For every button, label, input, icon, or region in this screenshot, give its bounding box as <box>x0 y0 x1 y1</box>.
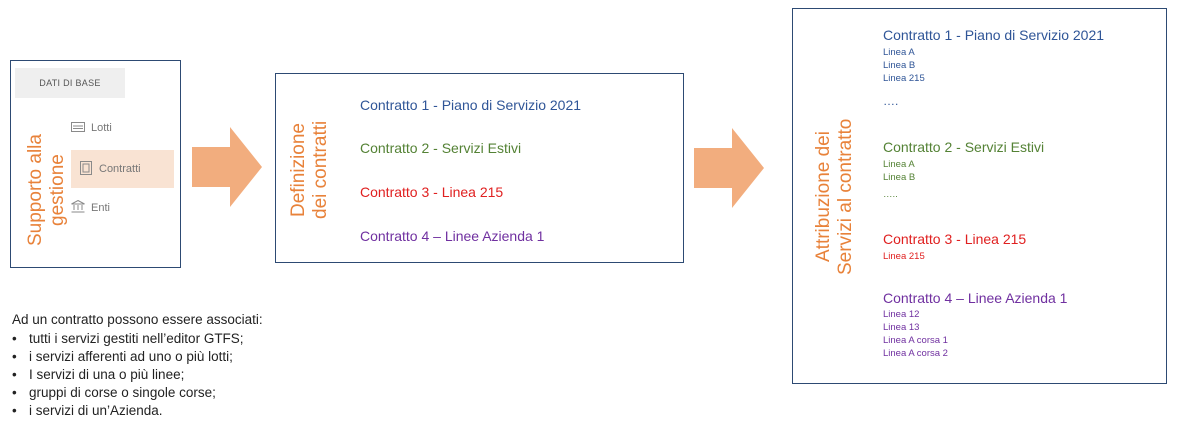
list-item-text: gruppi di corse o singole corse; <box>29 385 216 400</box>
support-panel-title: Supporto alla gestione <box>25 105 69 275</box>
menu-item-enti[interactable]: Enti <box>71 189 176 227</box>
dati-di-base-tab[interactable]: DATI DI BASE <box>15 68 125 98</box>
list-item: • I servizi di una o più linee; <box>12 366 572 384</box>
assignment-contract-3-title: Contratto 3 - Linea 215 <box>883 231 1027 247</box>
bank-icon <box>71 199 85 216</box>
assignment-contract-1-title: Contratto 1 - Piano di Servizio 2021 <box>883 27 1105 43</box>
assignment-line-item: Linea A corsa 1 <box>883 335 948 346</box>
list-item: • i servizi afferenti ad uno o più lotti; <box>12 348 572 366</box>
notes-list: • tutti i servizi gestiti nell’editor GTF… <box>12 330 572 420</box>
assignment-contract-2-title: Contratto 2 - Servizi Estivi <box>883 139 1045 155</box>
support-panel: DATI DI BASE Supporto alla gestione Lott… <box>10 60 181 268</box>
arrow-right-icon <box>694 128 764 208</box>
assignment-contract-4-title: Contratto 4 – Linee Azienda 1 <box>883 290 1068 306</box>
list-item: • tutti i servizi gestiti nell’editor GTF… <box>12 330 572 348</box>
assignment-title-line2: Servizi al contratto <box>835 118 856 276</box>
contract-4-label: Contratto 4 – Linee Azienda 1 <box>360 228 545 244</box>
menu-item-label: Enti <box>91 202 110 214</box>
support-title-line2: gestione <box>47 154 68 226</box>
assignment-line-item: Linea B <box>883 60 916 71</box>
menu-item-lotti[interactable]: Lotti <box>71 109 176 147</box>
list-item-text: tutti i servizi gestiti nell’editor GTFS… <box>29 331 244 346</box>
contract-3-label: Contratto 3 - Linea 215 <box>360 184 504 200</box>
assignment-line-item: Linea 13 <box>883 322 920 333</box>
menu-item-contratti[interactable]: Contratti <box>71 150 174 188</box>
assignment-line-item: Linea A <box>883 159 915 170</box>
arrow-right-icon <box>192 127 262 207</box>
notes-section: Ad un contratto possono essere associati… <box>12 312 572 420</box>
assignment-title-line1: Attribuzione dei <box>813 131 834 263</box>
assignment-panel-title: Attribuzione dei Servizi al contratto <box>813 97 857 297</box>
definition-title-line2: dei contratti <box>310 120 331 220</box>
menu-item-label: Lotti <box>91 122 112 134</box>
document-icon <box>79 160 93 178</box>
bullet-icon: • <box>12 331 17 346</box>
bullet-icon: • <box>12 385 17 400</box>
list-item-text: I servizi di una o più linee; <box>29 367 185 382</box>
list-item-text: i servizi di un’Azienda. <box>29 403 163 418</box>
assignment-line-item: Linea 215 <box>883 251 925 262</box>
assignment-more: ….. <box>883 189 898 200</box>
assignment-panel: Attribuzione dei Servizi al contratto Co… <box>792 8 1167 384</box>
assignment-line-item: Linea 12 <box>883 309 920 320</box>
menu-item-label: Contratti <box>99 163 141 175</box>
bullet-icon: • <box>12 403 17 418</box>
contract-1-label: Contratto 1 - Piano di Servizio 2021 <box>360 97 582 113</box>
notes-intro: Ad un contratto possono essere associati… <box>12 312 263 327</box>
bullet-icon: • <box>12 367 17 382</box>
definition-title-line1: Definizione <box>288 123 309 217</box>
definition-panel: Definizione dei contratti Contratto 1 - … <box>275 73 684 263</box>
contract-2-label: Contratto 2 - Servizi Estivi <box>360 140 522 156</box>
assignment-more: …. <box>883 94 899 108</box>
assignment-line-item: Linea A <box>883 47 915 58</box>
list-item: • i servizi di un’Azienda. <box>12 402 572 420</box>
definition-panel-title: Definizione dei contratti <box>288 90 332 250</box>
support-title-line1: Supporto alla <box>25 134 46 246</box>
bullet-icon: • <box>12 349 17 364</box>
assignment-line-item: Linea 215 <box>883 73 925 84</box>
assignment-line-item: Linea B <box>883 172 916 183</box>
list-item-text: i servizi afferenti ad uno o più lotti; <box>29 349 233 364</box>
tray-icon <box>71 121 85 135</box>
list-item: • gruppi di corse o singole corse; <box>12 384 572 402</box>
assignment-line-item: Linea A corsa 2 <box>883 348 948 359</box>
